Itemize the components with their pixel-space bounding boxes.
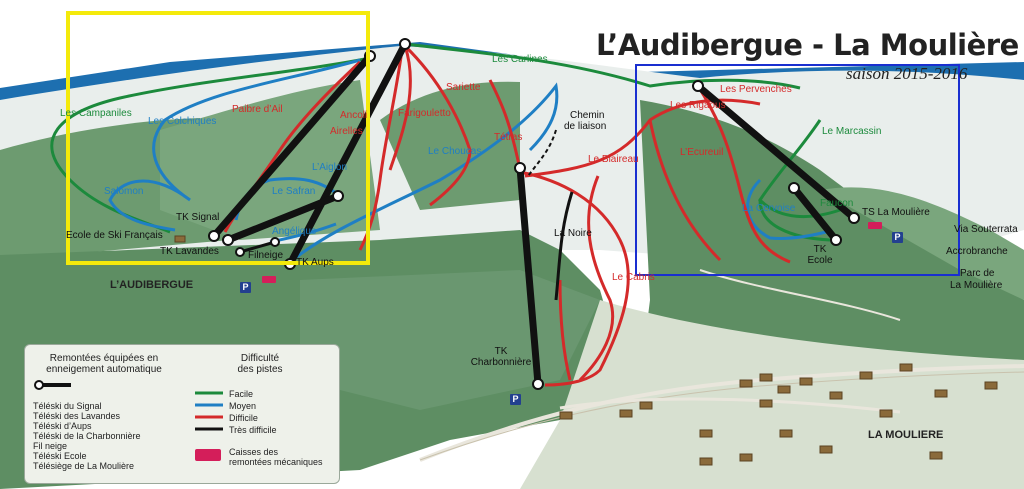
lift-label[interactable]: TK Lavandes [160,246,219,257]
place-accrobranche[interactable]: Accrobranche [946,246,1008,257]
piste-label[interactable]: Les Carlines [492,54,548,65]
lift-ts-la-mouliere [694,82,858,222]
chemin-liaison-line2: de liaison [564,121,607,132]
lift-stations [208,38,860,390]
piste-label[interactable]: Les Colchiques [148,116,217,127]
piste-label[interactable]: Angélique [272,226,317,237]
piste-label[interactable]: Les Campaniles [60,108,132,119]
legend-level-moyen: Moyen [229,401,257,411]
parking-icon: P [510,394,521,405]
piste-label[interactable]: Les Rigaous [670,100,726,111]
legend-difficulty-title-1: Difficulté [240,353,280,364]
legend-lift-symbol [34,380,71,390]
piste-label[interactable]: Le Marcassin [822,126,882,137]
place-parc-line2[interactable]: La Moulière [950,280,1003,291]
piste-label[interactable]: L’Ecureuil [680,147,724,158]
legend-cash-2: remontées mécaniques [229,457,323,467]
lift-filneige [239,240,276,254]
piste-label[interactable]: Le Safran [272,186,316,197]
parking-icon: P [892,232,903,243]
cash-desk-icon [195,449,221,461]
lift-label[interactable]: TK Signal [176,212,220,223]
lift-label[interactable]: TK Aups [296,257,334,268]
place-audibergue: L’AUDIBERGUE [110,279,194,291]
legend-lift-item: Téléski du Signal [33,401,102,411]
village-area [520,300,1024,489]
place-via-souterrata[interactable]: Via Souterrata [954,224,1018,235]
lift-tk-aups [286,40,409,268]
piste-label[interactable]: La Noire [554,228,592,239]
chalets [174,235,998,466]
piste-label[interactable]: Les Pervenches [720,84,792,95]
legend-cash-1: Caisses des [229,447,279,457]
legend-lift-item: Téléski Ecole [33,451,87,461]
piste-label[interactable]: Paibre d’Ail [232,104,283,115]
piste-label[interactable]: Tétras [494,132,523,143]
place-parc-line1[interactable]: Parc de [960,268,995,279]
legend-lift-item: Téléski d’Aups [33,421,92,431]
legend-level-difficile: Difficile [229,413,258,423]
lift-label[interactable]: TS La Moulière [862,207,930,218]
chemin-liaison [527,129,557,177]
lifts [210,40,858,388]
piste-label[interactable]: Le Cabris [612,272,655,283]
legend-lift-item: Fil neige [33,441,68,451]
piste-label[interactable]: Sariette [446,82,481,93]
season-label: saison 2015-2016 [846,64,968,83]
piste-label[interactable]: La Cervoise [742,203,796,214]
lift-label[interactable]: Filneige [248,250,284,261]
legend: Remontées équipées en enneigement automa… [24,344,340,484]
place-la-mouliere: LA MOULIERE [868,429,944,441]
lift-tk-lavandes [224,192,342,244]
legend-difficulty-swatches [195,391,223,431]
place-ecole-ski[interactable]: Ecole de Ski Français [66,230,163,241]
piste-label[interactable]: Le Choucas [428,146,482,157]
piste-label[interactable]: Ancoli [340,110,368,121]
piste-label[interactable]: Salomon [104,186,144,197]
piste-label[interactable]: L’Aiglon [312,162,348,173]
highlight-frame-audibergue [66,11,370,265]
lift-label[interactable]: TK Ecole [807,244,833,266]
piste-label[interactable]: Le Blaireau [588,154,639,165]
parking-icon: P [240,282,251,293]
piste-label[interactable]: Airelles [330,126,363,137]
piste-label[interactable]: Faucon [820,198,854,209]
legend-lift-item: Téléski des Lavandes [33,411,121,421]
lift-label[interactable]: TK Charbonnière [470,346,532,368]
lift-tk-charbonniere [516,164,542,388]
selection-frame-mouliere [635,64,960,276]
legend-lift-item: Télésiège de La Moulière [33,461,135,471]
legend-level-facile: Facile [229,389,254,399]
legend-lifts-title-1: Remontées équipées en [49,353,159,364]
piste-black [554,191,574,301]
legend-level-tres-difficile: Très difficile [229,425,277,435]
map-title: L’Audibergue - La Moulière [596,28,1019,62]
lift-tk-ecole [790,184,840,244]
lift-tk-signal [210,52,374,240]
legend-difficulty-title-2: des pistes [237,364,283,375]
chemin-liaison-line1: Chemin [570,110,605,121]
cash-desks [262,222,882,283]
piste-label[interactable]: Farigouletto [398,108,451,119]
pistes-green [50,42,841,242]
legend-lift-item: Téléski de la Charbonnière [33,431,141,441]
legend-lifts-title-2: enneigement automatique [46,364,162,375]
